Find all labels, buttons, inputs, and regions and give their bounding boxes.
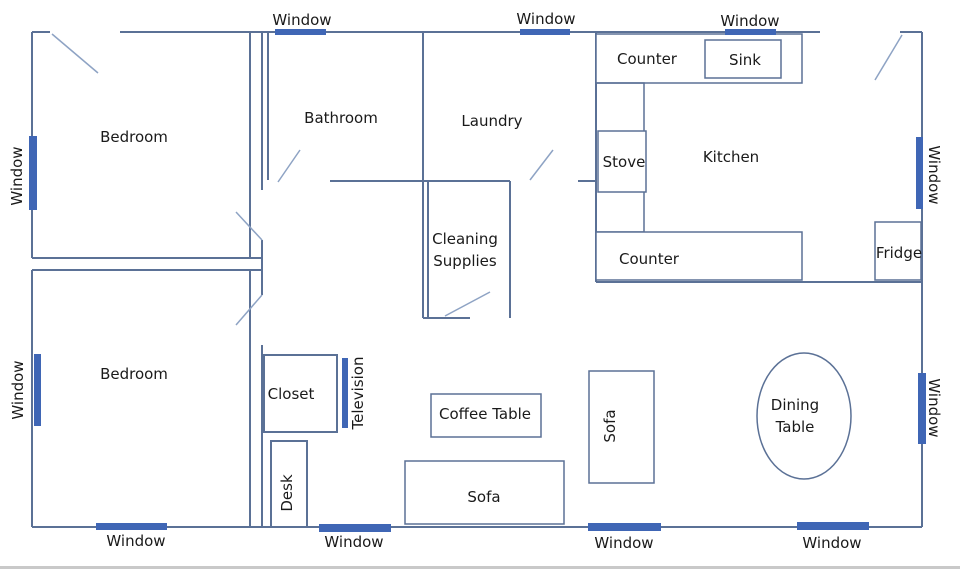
closet-box <box>263 354 338 433</box>
window-top-2 <box>520 29 570 35</box>
door-swing-bedroom-top <box>51 33 99 74</box>
window-label-bottom-1: Window <box>106 532 166 550</box>
room-label-laundry: Laundry <box>461 112 523 130</box>
sofa-vertical <box>588 370 655 484</box>
room-label-kitchen: Kitchen <box>702 148 760 166</box>
window-bottom-2 <box>319 524 391 532</box>
room-label-bedroom-top: Bedroom <box>100 128 168 146</box>
dining-table <box>756 352 852 480</box>
window-bottom-3 <box>588 523 661 531</box>
label-closet: Closet <box>267 385 315 403</box>
door-swing-bathroom <box>277 149 301 183</box>
fridge-box <box>874 221 922 281</box>
window-label-top-1: Window <box>272 11 332 29</box>
room-label-cleaning-supplies: Cleaning Supplies <box>432 230 498 270</box>
window-label-right-2: Window <box>925 378 943 438</box>
window-label-left-2: Window <box>9 360 27 420</box>
window-label-left-1: Window <box>8 146 26 206</box>
window-label-bottom-2: Window <box>324 533 384 551</box>
door-swing-kitchen <box>874 34 903 81</box>
label-counter-bottom: Counter <box>619 250 679 268</box>
desk-box <box>270 440 308 528</box>
label-dining-table: Dining Table <box>770 396 820 436</box>
door-swing-hall-bottom <box>235 294 263 326</box>
furniture <box>404 33 922 525</box>
label-fridge: Fridge <box>875 244 923 262</box>
window-left-2 <box>34 354 41 426</box>
room-label-bedroom-bottom: Bedroom <box>100 365 168 383</box>
window-label-bottom-3: Window <box>594 534 654 552</box>
label-coffee-table: Coffee Table <box>439 405 531 423</box>
window-right-1 <box>916 137 923 209</box>
window-bottom-1 <box>96 523 167 530</box>
television-mark <box>342 358 348 428</box>
label-stove: Stove <box>602 153 646 171</box>
window-left-1 <box>29 136 37 210</box>
coffee-table <box>430 393 542 438</box>
door-swing-cleaning <box>444 291 491 317</box>
label-sofa-bottom: Sofa <box>467 488 501 506</box>
bottom-divider <box>0 566 960 569</box>
window-top-3 <box>725 29 776 35</box>
counter-bottom <box>595 231 803 281</box>
label-television: Television <box>349 356 367 430</box>
window-label-right-1: Window <box>925 145 943 205</box>
window-label-top-2: Window <box>516 10 576 28</box>
doors <box>51 33 903 326</box>
label-sofa-vertical: Sofa <box>601 409 619 443</box>
window-bottom-4 <box>797 522 869 530</box>
door-swing-hall-top <box>235 211 263 241</box>
window-right-2 <box>918 373 926 444</box>
sofa-bottom <box>404 460 565 525</box>
label-desk: Desk <box>278 474 296 512</box>
label-sink: Sink <box>729 51 761 69</box>
stove-box <box>597 130 647 193</box>
window-top-1 <box>275 29 326 35</box>
label-counter-top: Counter <box>617 50 677 68</box>
room-label-bathroom: Bathroom <box>304 109 378 127</box>
window-label-top-3: Window <box>720 12 780 30</box>
sink-box <box>704 39 782 79</box>
window-label-bottom-4: Window <box>802 534 862 552</box>
windows <box>29 29 926 532</box>
door-swing-laundry <box>529 149 554 181</box>
